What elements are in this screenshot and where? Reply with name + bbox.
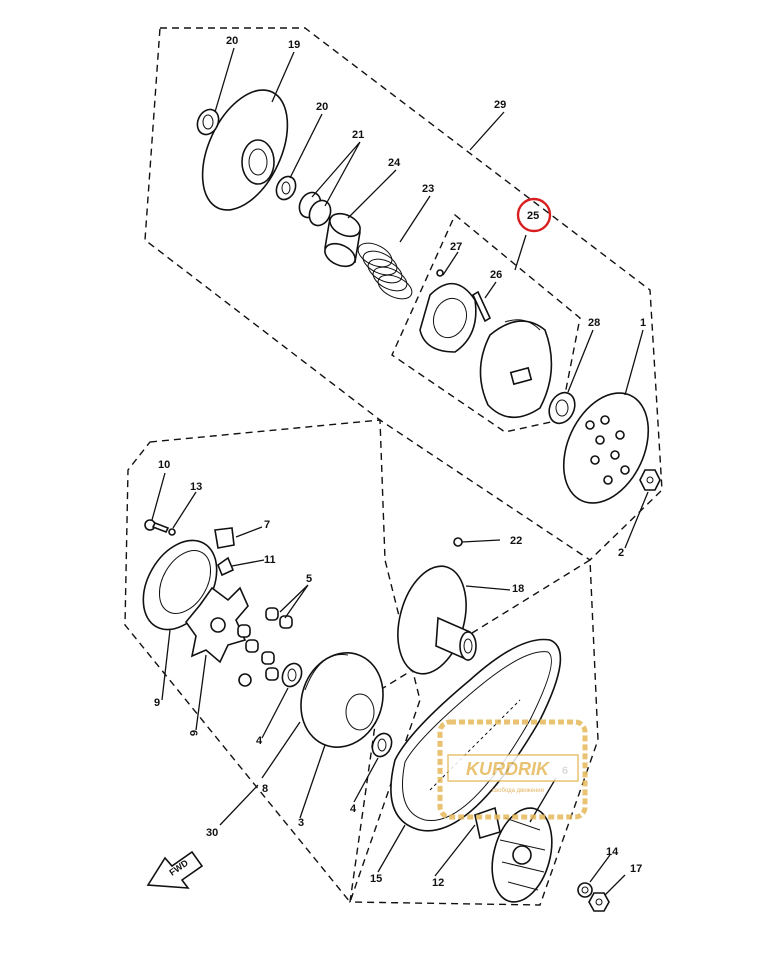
watermark-band — [447, 754, 579, 782]
label-9: 9 — [154, 697, 160, 709]
part-6-cam-plate — [184, 586, 249, 664]
part-1-clutch-housing — [562, 392, 650, 504]
assembly-belt-boundary — [349, 558, 599, 906]
label-26: 26 — [490, 269, 502, 281]
assembly-25-boundary — [391, 213, 581, 433]
part-15-v-belt — [390, 638, 562, 832]
label-20b: 20 — [316, 101, 328, 113]
label-17: 17 — [630, 863, 642, 875]
part-13-washer — [168, 528, 176, 536]
kurdrik-watermark: KURDRIK свобода движения — [437, 719, 588, 820]
label-15: 15 — [370, 873, 382, 885]
part-20-washer-left — [196, 108, 220, 136]
assembly-30-boundary — [124, 419, 421, 904]
watermark-frame — [437, 719, 588, 820]
part-3-primary-sheave — [300, 652, 384, 748]
label-5: 5 — [306, 573, 312, 585]
part-24-collar — [324, 212, 361, 268]
part-18-secondary-sheave — [397, 565, 477, 675]
label-4b: 4 — [350, 803, 357, 815]
label-29: 29 — [494, 99, 506, 111]
part-10-bolt — [144, 519, 170, 534]
watermark-tagline: свобода движения — [492, 788, 544, 794]
part-4-washer-left — [281, 662, 303, 688]
label-28: 28 — [588, 317, 600, 329]
part-19-sliding-sheave — [201, 89, 289, 211]
label-13: 13 — [190, 481, 202, 493]
part-28-washer — [548, 391, 576, 425]
watermark-brand: KURDRIK — [466, 759, 551, 779]
part-14-washer — [577, 882, 593, 898]
part-7-slider — [214, 527, 235, 549]
part-23-spring — [357, 242, 413, 300]
highlight-circle-25 — [516, 197, 552, 233]
label-2: 2 — [618, 547, 624, 559]
label-12: 12 — [432, 877, 444, 889]
label-10: 10 — [158, 459, 170, 471]
leader-lines — [151, 47, 649, 896]
part-27-seal-plate — [419, 269, 477, 353]
label-21: 21 — [352, 129, 364, 141]
label-19: 19 — [288, 39, 300, 51]
label-30: 30 — [206, 827, 218, 839]
part-22-bolt — [453, 537, 501, 547]
label-27: 27 — [450, 241, 462, 253]
part-2-nut — [639, 469, 661, 491]
label-4a: 4 — [256, 735, 263, 747]
label-3: 3 — [298, 817, 304, 829]
part-17-nut — [588, 892, 610, 912]
label-25: 25 — [527, 210, 539, 222]
label-24: 24 — [388, 157, 401, 169]
part-25-clutch-carrier — [479, 319, 553, 419]
part-11-slider — [217, 556, 235, 577]
part-4-washer-right — [371, 732, 393, 758]
part-21-o-rings — [298, 191, 332, 227]
part-12-shaft — [474, 806, 501, 840]
fwd-arrow-icon: FWD — [146, 850, 204, 889]
label-7: 7 — [264, 519, 270, 531]
label-22: 22 — [510, 535, 522, 547]
label-14: 14 — [606, 846, 619, 858]
label-18: 18 — [512, 583, 524, 595]
assembly-29-boundary — [144, 27, 663, 561]
part-5-rollers — [237, 607, 293, 687]
label-11: 11 — [264, 554, 276, 566]
part-20-washer-right — [275, 175, 297, 201]
label-20a: 20 — [226, 35, 238, 47]
label-1: 1 — [640, 317, 646, 329]
label-6a: 6 — [187, 730, 199, 736]
part-26-pin — [471, 290, 492, 323]
label-8: 8 — [262, 783, 268, 795]
label-23: 23 — [422, 183, 434, 195]
part-16-fan-pulley — [491, 807, 553, 903]
